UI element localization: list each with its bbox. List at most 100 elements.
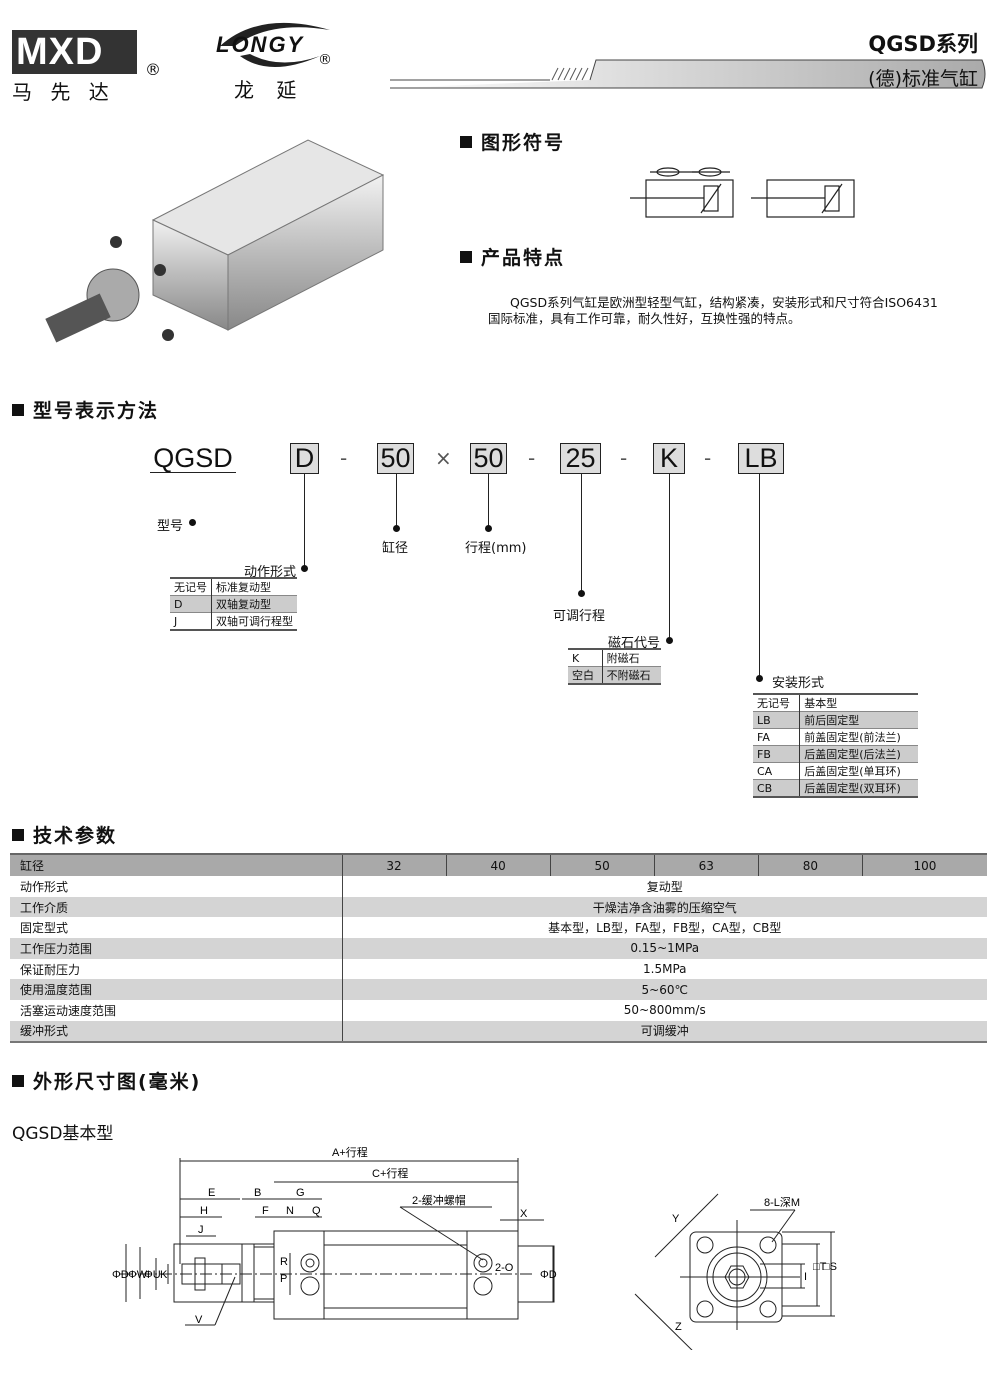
drawing-dims-X: X [520,1208,528,1220]
section-model: 型号表示方法 [12,396,159,423]
tech-rows-4-0: 保证耐压力 [20,962,81,977]
action_table-0-0: 无记号 [170,578,212,596]
tech-bores-3: 63 [653,853,759,876]
model_code-seps-3: - [620,446,628,470]
series-title: QGSD系列 [868,32,978,56]
section-features: 产品特点 [460,243,565,270]
tech-rows-7-1: 可调缓冲 [341,1020,987,1042]
drawing-title: QGSD基本型 [12,1124,114,1144]
code-adj-stroke: 25 [560,443,601,474]
product-photo [45,139,385,343]
code-mount: LB [738,443,784,474]
mount_table-2-1: 前盖固定型(前法兰) [799,728,918,746]
mount_table-0-1: 基本型 [804,697,838,710]
section-dims: 外形尺寸图(毫米) [12,1067,201,1094]
magnet_table-0-1: 附磁石 [606,652,640,665]
tech-rows-1-1: 干燥洁净含油雾的压缩空气 [341,896,987,918]
magnet_table-1-1: 不附磁石 [602,666,661,684]
code-bore: 50 [377,443,414,474]
drawing-dims-cushion: 2-缓冲螺帽 [412,1193,466,1207]
code-stroke: 50 [470,443,507,474]
drawing-dims-N: N [286,1205,294,1217]
header-brand2_cn: 龙 延 [234,78,305,102]
label-mount: 安装形式 [772,676,825,691]
label-adj-stroke: 可调行程 [553,609,606,624]
drawing-dims-Q: Q [312,1205,321,1217]
tech-rows-4-1: 1.5MPa [341,958,987,980]
tech-rows-0-0: 动作形式 [20,879,69,894]
tech-bores-5: 100 [861,853,987,876]
drawing-dims-O: 2-O [495,1262,514,1274]
code-action: D [290,443,319,474]
tech-rows-7-0: 缓冲形式 [10,1020,342,1042]
drawing-dims-J: J [198,1224,204,1236]
longy-logo: LONGY ® 龙 延 [210,18,350,102]
tech-rows-6-0: 活塞运动速度范围 [20,1003,117,1018]
tech-rows-0-1: 复动型 [341,876,987,897]
drawing-dims-D: ΦD [112,1269,129,1281]
label-type: 型号 [157,519,184,534]
tech-bores-0: 32 [341,853,447,876]
drawing-dims-E: E [208,1187,215,1199]
mount_table-3-0: FB [753,745,801,763]
magnet_table-0-0: K [568,649,603,667]
mount_table-5-0: CB [753,779,801,797]
drawing-dims-W: ΦW [128,1269,148,1281]
tech-bores-2: 50 [549,853,655,876]
drawing-dims-Y: Y [672,1213,680,1225]
longy-swoosh-icon [220,22,330,67]
drawing-dims-F: F [262,1205,269,1217]
model_code-seps-1: × [435,446,452,470]
tech-rows-1-0: 工作介质 [10,896,342,918]
tech-header: 缸径 [10,853,342,876]
drawing-dims-B: B [254,1187,261,1199]
tech-rows-2-1: 基本型，LB型，FA型，FB型，CA型，CB型 [341,917,987,939]
drawing-dims-U: ΦU [144,1269,161,1281]
drawing-dims-D2: ΦD [540,1269,557,1281]
label-action: 动作形式 [244,565,297,580]
mount_table-1-0: LB [753,711,801,729]
pneumatic-symbol [630,167,855,218]
features-text: QGSD系列气缸是欧洲型轻型气缸，结构紧凑，安装形式和尺寸符合ISO6431国际… [488,295,938,326]
tech-rows-3-0: 工作压力范围 [10,938,342,959]
mount_table-5-1: 后盖固定型(双耳环) [799,779,918,797]
tech-rows-3-1: 0.15~1MPa [341,938,987,959]
model-prefix: QGSD [150,444,236,473]
drawing-dims-Z: Z [675,1321,682,1333]
label-magnet: 磁石代号 [608,636,661,651]
mount_table-4-1: 后盖固定型(单耳环) [799,762,918,780]
header-brand1: MXD [12,30,137,74]
action_table-1-1: 双轴复动型 [211,595,297,613]
drawing-dims-S: □S [823,1261,837,1273]
magnet_table-1-0: 空白 [568,666,603,684]
drawing-dims-P: P [280,1273,287,1285]
model_code-seps-4: - [704,446,712,470]
tech-rows-5-1: 5~60℃ [341,979,987,1001]
model_code-seps-0: - [340,446,348,470]
drawing-dims-C: C+行程 [372,1167,408,1180]
header-registered: ® [318,52,332,68]
header-brand1_cn: 马 先 达 [12,80,115,104]
drawing-dims-H: H [200,1205,208,1217]
model_code-seps-2: - [528,446,536,470]
series-subtitle: (德)标准气缸 [868,68,978,90]
action_table-2-1: 双轴可调行程型 [211,612,297,630]
mount_table-2-0: FA [753,728,801,746]
mount_table-0-0: 无记号 [753,694,801,712]
tech-bores-1: 40 [445,853,551,876]
mount_table-4-0: CA [753,762,801,780]
section-symbol: 图形符号 [460,128,565,155]
drawing-dims-R: R [280,1256,288,1268]
action_table-0-1: 标准复动型 [216,581,271,594]
drawing-dims-I: I [804,1271,807,1283]
label-bore: 缸径 [382,541,409,556]
tech-rows-5-0: 使用温度范围 [10,979,342,1001]
action_table-1-0: D [170,595,212,613]
drawing-dims-K: K [160,1269,168,1281]
drawing-dims-V: V [195,1314,203,1326]
